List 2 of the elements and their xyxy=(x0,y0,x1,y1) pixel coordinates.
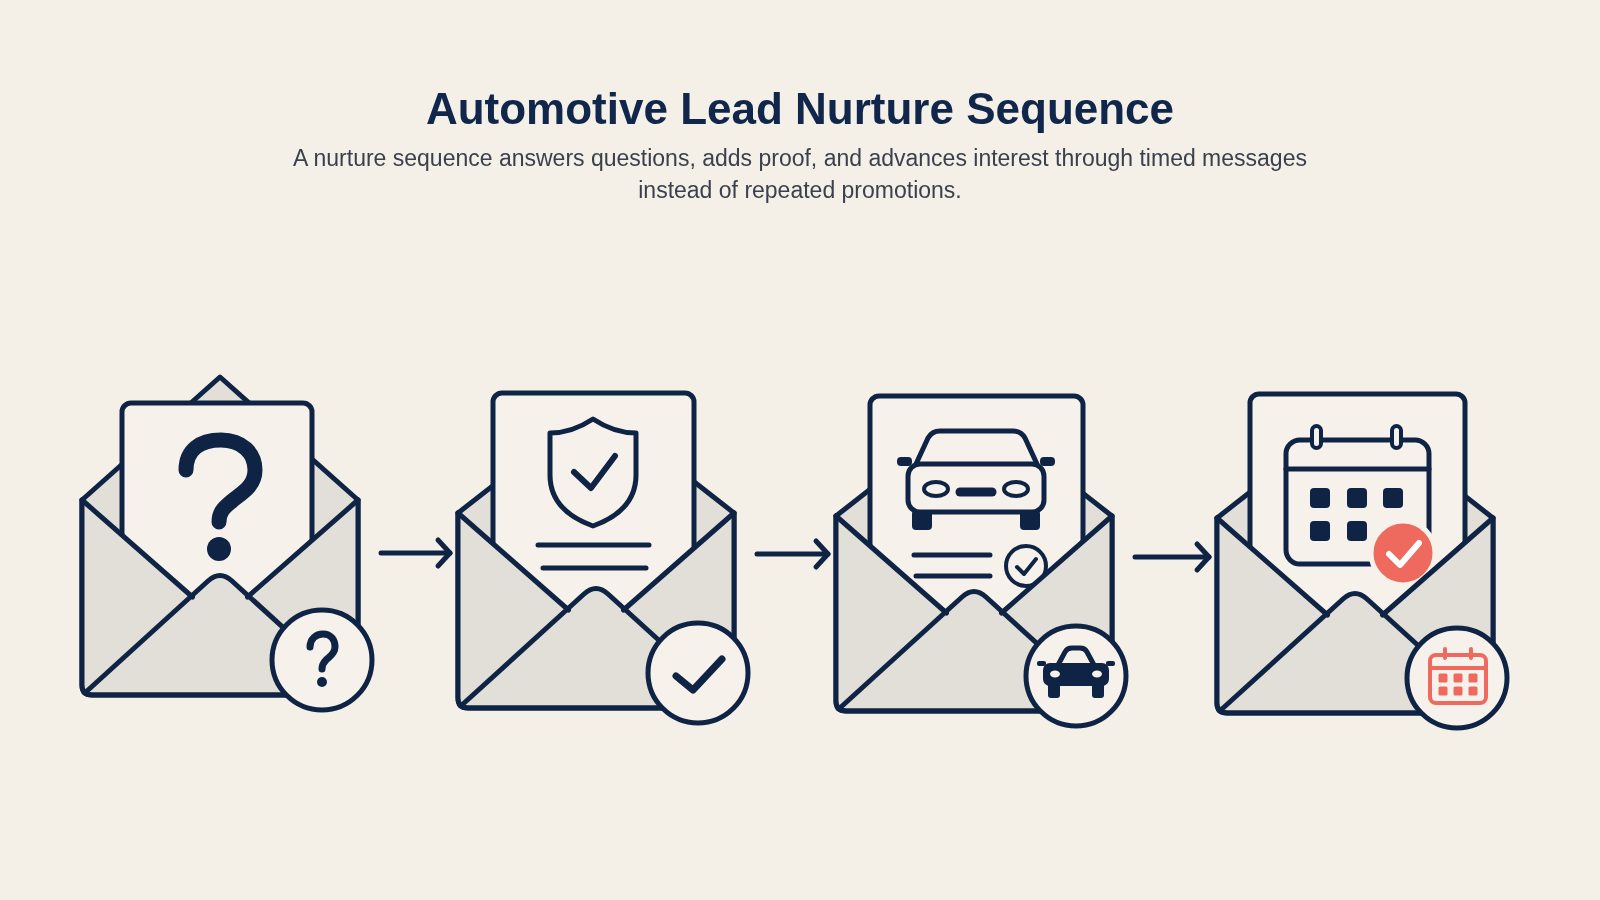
title: Automotive Lead Nurture Sequence xyxy=(424,83,1176,135)
subtitle: A nurture sequence answers questions, adds proof, and advances interest through timed messages instead of repeated promotions. xyxy=(292,144,1308,205)
